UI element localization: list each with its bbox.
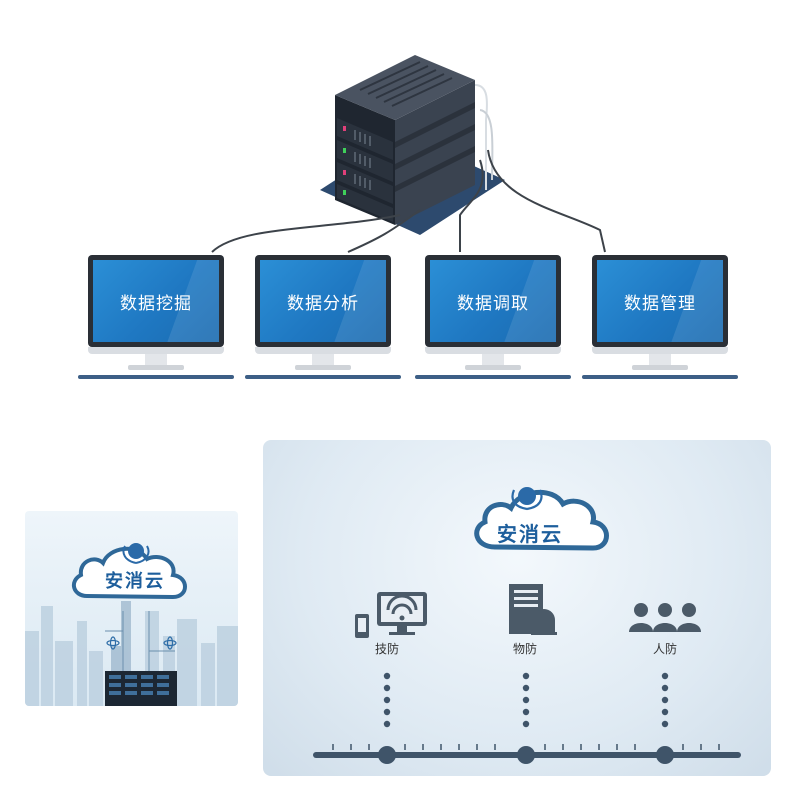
network-lines <box>211 149 606 253</box>
monitor-label: 数据管理 <box>624 293 696 314</box>
category-label-people: 人防 <box>653 642 678 656</box>
physical-defense-icon <box>509 584 557 635</box>
cloud-city-card: 安消云 <box>25 511 238 706</box>
category-label-physical: 物防 <box>513 642 538 656</box>
cloud-label: 安消云 <box>497 522 563 546</box>
monitor-data-analysis: 数据分析 <box>245 255 401 380</box>
monitor-data-retrieval: 数据调取 <box>415 255 571 380</box>
category-label-tech: 技防 <box>375 642 400 656</box>
tech-defense-icon <box>355 592 427 638</box>
monitor-label: 数据调取 <box>457 293 529 314</box>
security-cloud-card: 安消云 技防 物防 人防 <box>263 440 771 776</box>
cloud-icon <box>71 546 187 600</box>
server-rack-icon <box>320 55 505 235</box>
monitor-data-management: 数据管理 <box>582 255 738 380</box>
cloud-diagram <box>313 487 741 764</box>
monitor-data-mining: 数据挖掘 <box>78 255 234 380</box>
timeline <box>313 744 741 764</box>
people-defense-icon <box>629 603 701 632</box>
monitor-label: 数据挖掘 <box>120 293 192 314</box>
cloud-label: 安消云 <box>105 571 165 592</box>
monitor-label: 数据分析 <box>287 293 359 314</box>
city-skyline-icon <box>25 543 238 706</box>
